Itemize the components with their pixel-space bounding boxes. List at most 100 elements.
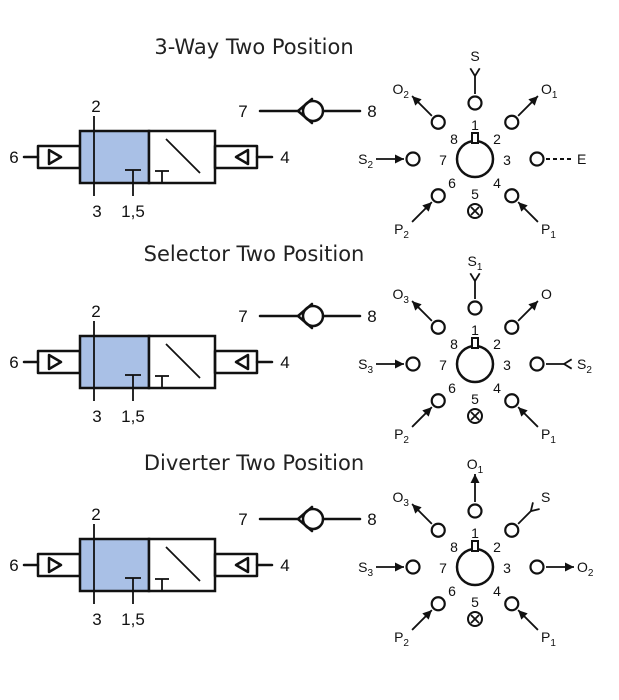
port-1-ring [467,300,483,316]
port-8-label: O3 [393,286,410,306]
port-8-ring [430,114,446,130]
port-3-ring [529,559,545,575]
port-4: P1 [504,393,556,446]
port-1-y-branch-a [474,272,481,282]
port-4: P1 [504,596,556,649]
port-3-label: S2 [577,356,592,376]
section-title: Selector Two Position [144,242,365,266]
port-4-label: P1 [541,426,556,446]
port-8-arrowhead [412,504,422,514]
valve-actuator-left-triangle [47,148,63,166]
valve-actuator-right-triangle [234,353,250,371]
port-6: P2 [394,393,446,446]
port-2-ring [504,319,520,335]
port-7: S3 [358,559,421,579]
port-number-4: 4 [493,380,501,396]
port-1-y-branch-a [474,67,481,77]
port-8: O2 [393,81,446,130]
port-3-ring [529,151,545,167]
port-4: P1 [504,188,556,241]
rotor-key [471,132,479,144]
port-1: S1 [467,253,483,316]
valve-diagonal-path [165,546,201,582]
port-6-ring [430,596,446,612]
port-7-arrowhead [395,359,404,369]
port-2-arrowhead [528,96,538,106]
port-number-4: 4 [493,583,501,599]
valve-port-3-label: 3 [92,407,101,426]
port-7-label: S3 [358,356,373,376]
valve-port-2-label: 2 [91,97,100,116]
port-8: O3 [393,286,446,335]
valve-actuator-left-triangle [47,556,63,574]
port-7-arrowhead [395,154,404,164]
port-6: P2 [394,596,446,649]
port-5-plug-x2 [470,411,480,421]
valve-port-15-label: 1,5 [121,202,145,221]
rotor-circle [455,344,495,384]
port-7-ring [405,356,421,372]
port-3: E [529,151,586,167]
valve-actuator-left-triangle [47,353,63,371]
port-number-1: 1 [471,525,479,541]
valve-actuator-right-triangle [234,148,250,166]
valve-port-2-label: 2 [91,302,100,321]
port-1-label: S1 [468,253,483,273]
port-7-arrowhead [395,562,404,572]
port-3: S2 [529,356,592,376]
valve-port-6-label: 6 [9,556,18,575]
port-4-label: P1 [541,629,556,649]
valve-diagonal-path [165,138,201,174]
port-number-2: 2 [493,336,501,352]
valve-envelope-left [78,129,151,185]
check-ball [301,304,325,328]
port-number-7: 7 [439,152,447,168]
valve-port-4-label: 4 [280,556,289,575]
port-3-label: E [577,151,586,167]
port-4-ring [504,393,520,409]
port-1-label: S [470,48,479,64]
port-8-arrowhead [412,301,422,311]
port-8-label: O3 [393,489,410,509]
port-1-ring [467,503,483,519]
check-ball [301,507,325,531]
valve-actuator-right-triangle [234,556,250,574]
port-number-6: 6 [448,380,456,396]
port-3-y-branch-b [563,358,573,365]
port-2-y-branch-a [530,508,540,513]
port-number-6: 6 [448,583,456,599]
port-5-plug-x2 [470,206,480,216]
valve-port-6-label: 6 [9,148,18,167]
port-2-label: O1 [541,81,558,101]
port-4-arrowhead [518,202,528,212]
valve-envelope-left [78,537,151,593]
valve-port-15-label: 1,5 [121,407,145,426]
port-3-label: O2 [577,559,594,579]
check-label-7: 7 [238,510,247,529]
port-1-label: O1 [467,456,484,476]
check-label-7: 7 [238,307,247,326]
port-2: O [504,286,552,335]
port-2-line [517,510,532,525]
port-3-ring [529,356,545,372]
valve-port-3-label: 3 [92,610,101,629]
port-6-ring [430,188,446,204]
port-number-1: 1 [471,322,479,338]
port-number-5: 5 [471,594,479,610]
port-number-5: 5 [471,186,479,202]
valve-envelope-right [147,334,217,390]
port-7-ring [405,151,421,167]
port-6: P2 [394,188,446,241]
port-number-8: 8 [450,131,458,147]
